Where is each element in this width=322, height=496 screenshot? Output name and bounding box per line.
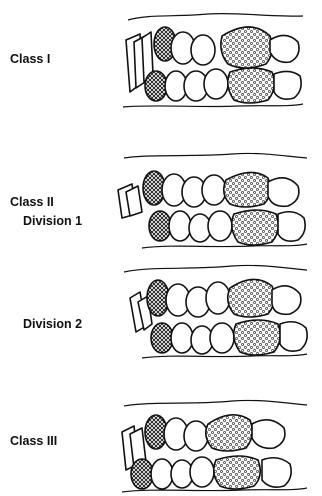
class-1-label: Class I — [10, 52, 50, 66]
class-3-label: Class III — [10, 434, 57, 448]
class-3-teeth-diagram — [112, 398, 317, 496]
class-2-division-2-teeth-diagram — [112, 262, 317, 362]
class-2-division-1-teeth-diagram — [112, 152, 317, 252]
division-2-label: Division 2 — [23, 317, 82, 331]
class-1-teeth-diagram — [118, 12, 318, 112]
class-2-label: Class II — [10, 195, 54, 209]
division-1-label: Division 1 — [23, 214, 82, 228]
stippled-first-molar — [221, 27, 272, 68]
